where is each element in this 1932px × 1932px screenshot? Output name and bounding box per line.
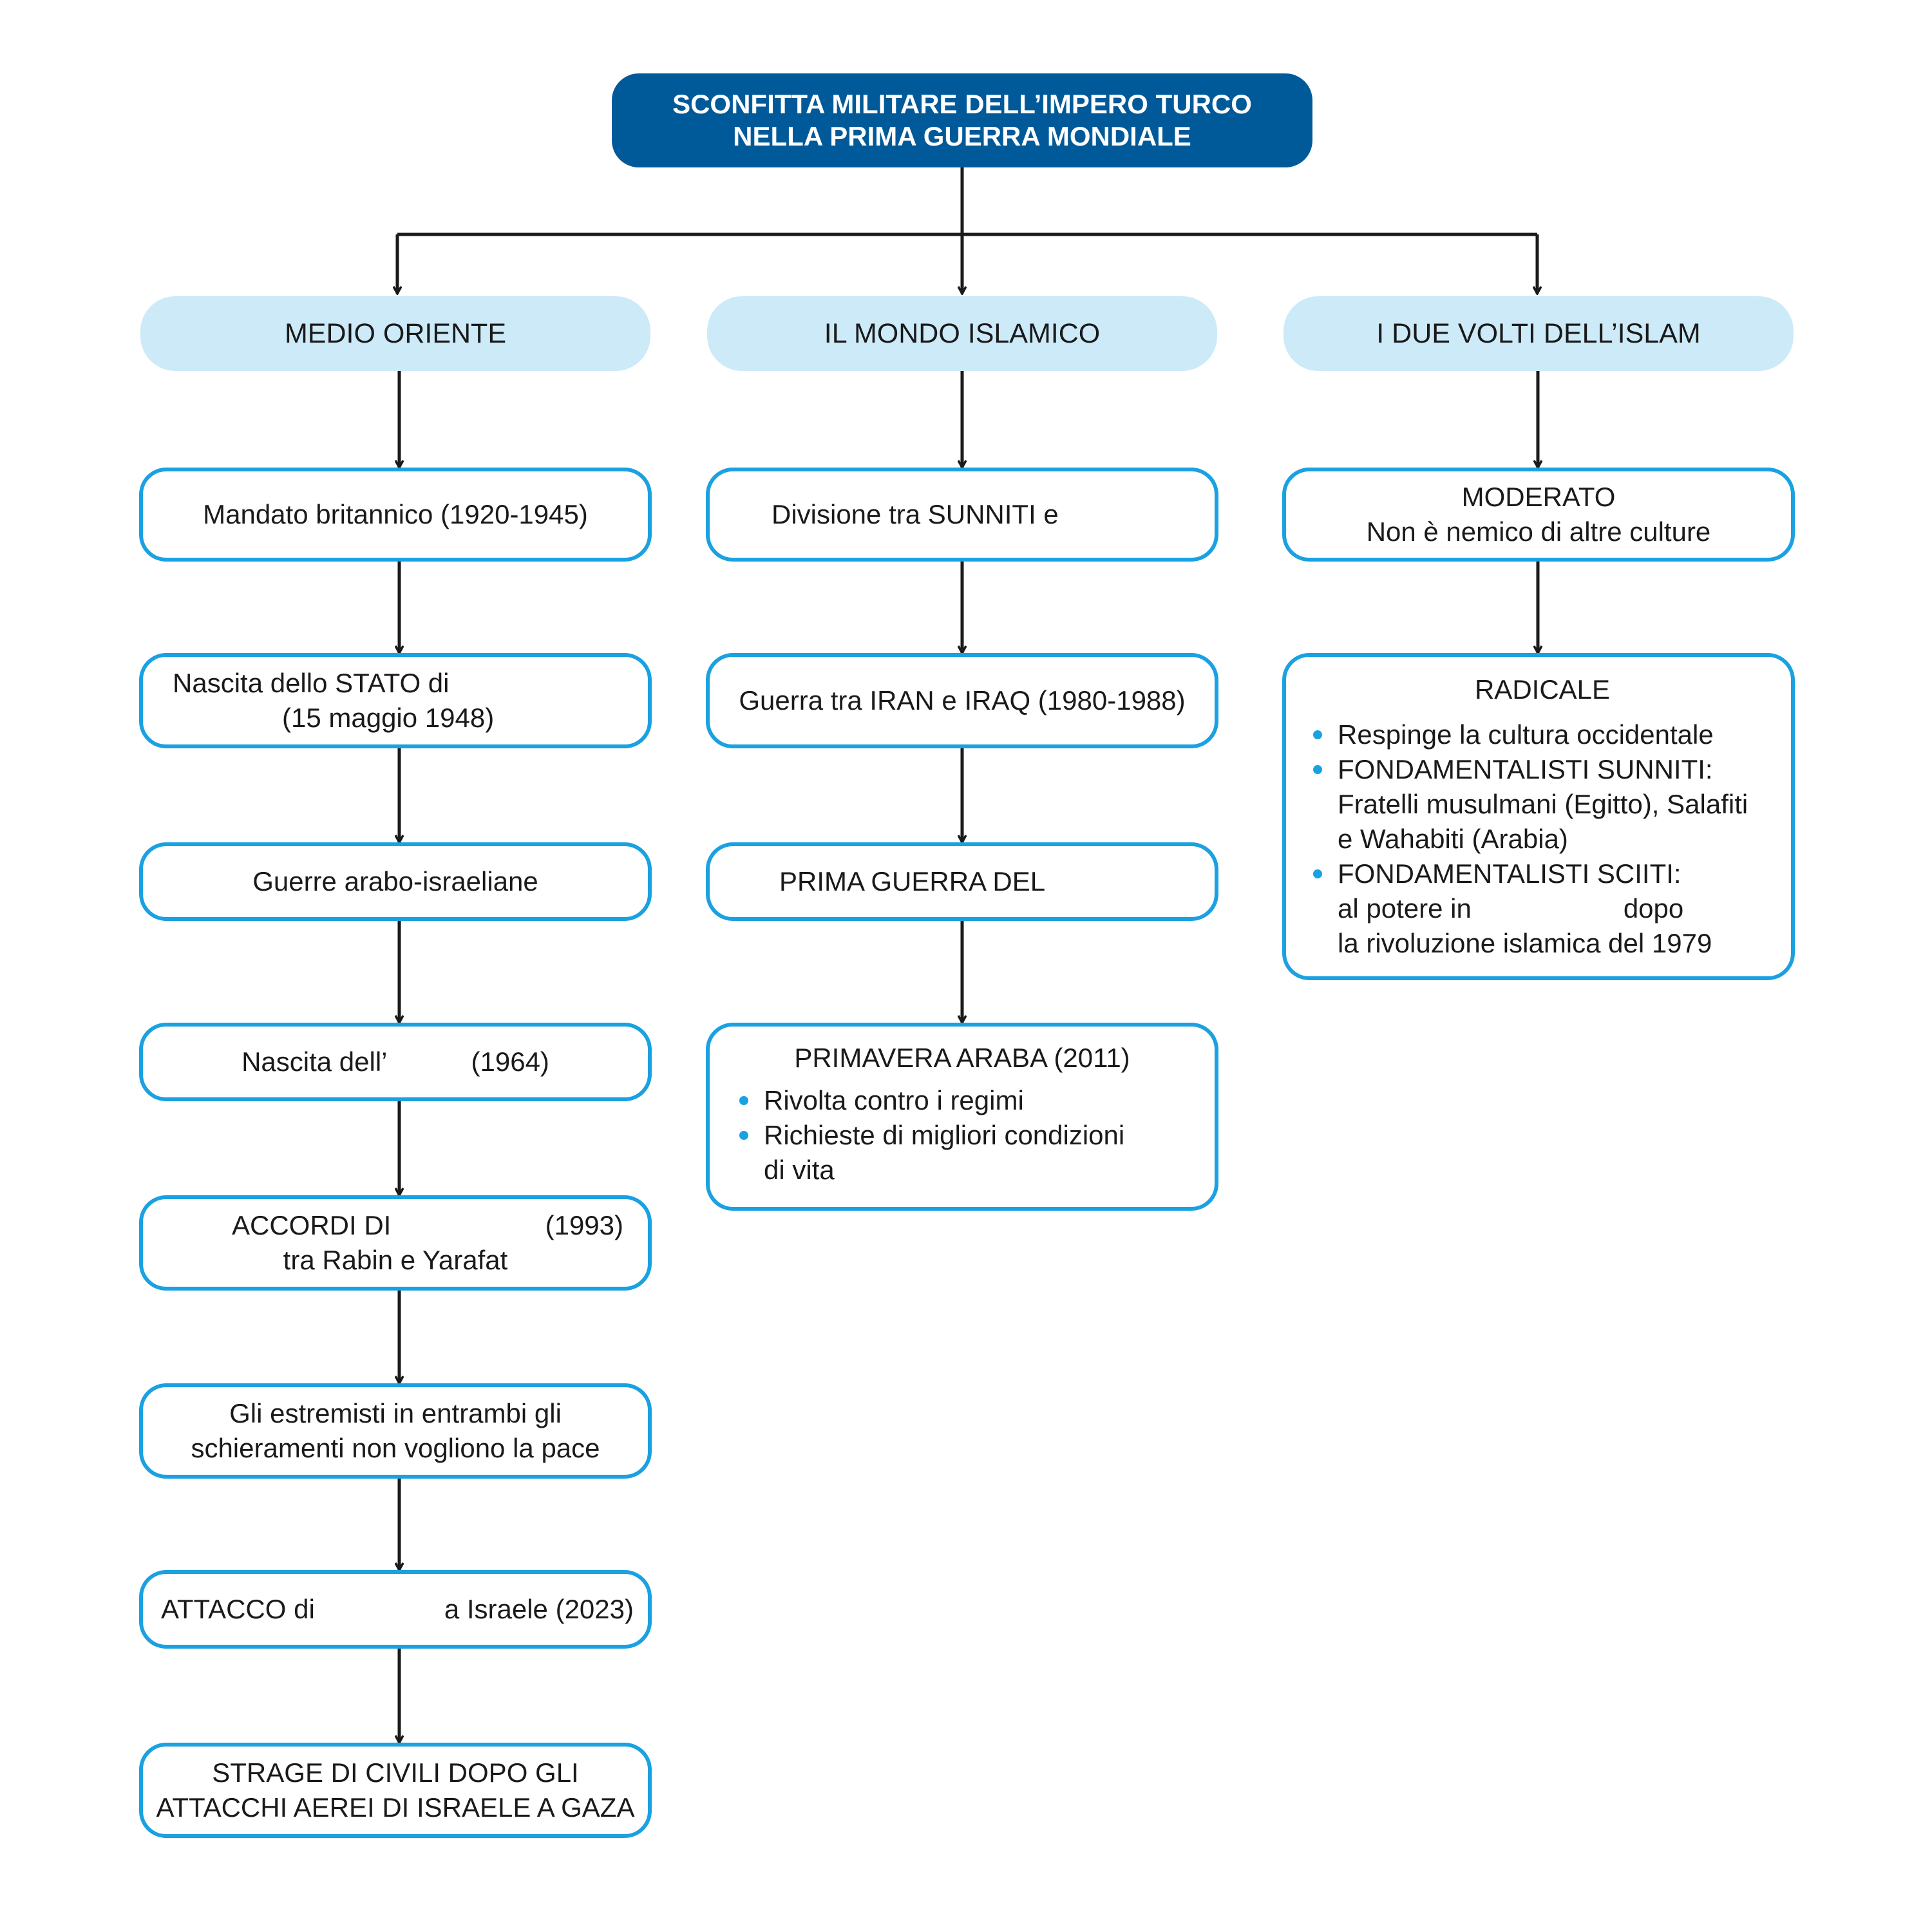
radicale-bullet-3-line2-b: dopo [1623, 893, 1684, 923]
attacco-text-a: ATTACCO di [161, 1594, 315, 1624]
divisione-text: Divisione tra SUNNITI e [772, 499, 1059, 529]
box-guerre-arabo-israeliane: Guerre arabo-israeliane [139, 842, 652, 921]
moderato-text: Non è nemico di altre culture [1366, 516, 1711, 547]
radicale-bullet-2-line3: e Wahabiti (Arabia) [1338, 824, 1568, 854]
nascita-dell-text-b: (1964) [471, 1046, 549, 1077]
primavera-bullet-2-line1: Richieste di migliori condizioni [764, 1120, 1125, 1150]
box-mandato-britannico: Mandato britannico (1920-1945) [139, 468, 652, 562]
box-primavera-araba: PRIMAVERA ARABA (2011) Rivolta contro i … [706, 1023, 1218, 1211]
strage-line2: ATTACCHI AEREI DI ISRAELE A GAZA [156, 1792, 635, 1823]
box-divisione-sunniti: Divisione tra SUNNITI e [706, 468, 1218, 562]
radicale-bullet-2-line2: Fratelli musulmani (Egitto), Salafiti [1338, 789, 1748, 819]
attacco-text-b: a Israele (2023) [444, 1594, 634, 1624]
estremisti-line2: schieramenti non vogliono la pace [191, 1433, 600, 1463]
radicale-bullet-3-line2: al potere in dopo [1338, 891, 1748, 926]
accordi-text-a: ACCORDI DI [232, 1210, 392, 1240]
accordi-line2: tra Rabin e Yarafat [283, 1245, 508, 1275]
strage-line1: STRAGE DI CIVILI DOPO GLI [212, 1757, 579, 1788]
box-accordi: ACCORDI DI (1993) tra Rabin e Yarafat [139, 1195, 652, 1291]
header-mondo-islamico-label: IL MONDO ISLAMICO [824, 318, 1101, 349]
root-title-line1: SCONFITTA MILITARE DELL’IMPERO TURCO [672, 89, 1252, 119]
header-mondo-islamico: IL MONDO ISLAMICO [707, 296, 1217, 371]
radicale-bullet-3-line3: la rivoluzione islamica del 1979 [1338, 928, 1712, 958]
box-nascita-stato: Nascita dello STATO di (15 maggio 1948) [139, 653, 652, 748]
header-medio-oriente: MEDIO ORIENTE [140, 296, 650, 371]
root-title-line2: NELLA PRIMA GUERRA MONDIALE [733, 121, 1191, 151]
header-due-volti-label: I DUE VOLTI DELL’ISLAM [1376, 318, 1701, 349]
accordi-text-b: (1993) [545, 1210, 623, 1240]
nascita-stato-line2: (15 maggio 1948) [282, 703, 495, 733]
radicale-bullets: Respinge la cultura occidentale FONDAMEN… [1309, 717, 1748, 961]
mandato-text: Mandato britannico (1920-1945) [203, 499, 588, 529]
root-box: SCONFITTA MILITARE DELL’IMPERO TURCO NEL… [612, 73, 1312, 167]
prima-guerra-text: PRIMA GUERRA DEL [779, 866, 1046, 896]
radicale-title: RADICALE [1474, 674, 1611, 705]
header-medio-oriente-label: MEDIO ORIENTE [284, 318, 507, 349]
box-strage: STRAGE DI CIVILI DOPO GLI ATTACCHI AEREI… [139, 1743, 652, 1838]
guerre-text: Guerre arabo-israeliane [252, 866, 538, 896]
radicale-bullet-2: FONDAMENTALISTI SUNNITI: Fratelli musulm… [1309, 752, 1748, 857]
primavera-bullet-1-text: Rivolta contro i regimi [764, 1085, 1024, 1115]
box-moderato: MODERATO Non è nemico di altre culture [1282, 468, 1795, 562]
radicale-bullet-2-line1: FONDAMENTALISTI SUNNITI: [1338, 754, 1713, 784]
radicale-bullet-3-line2-a: al potere in [1338, 893, 1472, 923]
box-nascita-dell: Nascita dell’ (1964) [139, 1023, 652, 1101]
nascita-stato-line1: Nascita dello STATO di [173, 668, 450, 698]
estremisti-line1: Gli estremisti in entrambi gli [229, 1398, 562, 1428]
nascita-dell-text-a: Nascita dell’ [242, 1046, 388, 1077]
radicale-bullet-3: FONDAMENTALISTI SCIITI: al potere in dopo… [1309, 857, 1748, 961]
radicale-bullet-1: Respinge la cultura occidentale [1309, 717, 1748, 752]
guerra-iran-iraq-text: Guerra tra IRAN e IRAQ (1980-1988) [739, 685, 1186, 715]
radicale-bullet-1-text: Respinge la cultura occidentale [1338, 719, 1714, 750]
primavera-bullets: Rivolta contro i regimi Richieste di mig… [735, 1083, 1124, 1188]
header-due-volti: I DUE VOLTI DELL’ISLAM [1283, 296, 1794, 371]
box-attacco: ATTACCO di a Israele (2023) [139, 1570, 652, 1649]
primavera-bullet-1: Rivolta contro i regimi [735, 1083, 1124, 1118]
radicale-bullet-3-line1: FONDAMENTALISTI SCIITI: [1338, 858, 1681, 889]
box-radicale: RADICALE Respinge la cultura occidentale… [1282, 653, 1795, 980]
moderato-title: MODERATO [1461, 482, 1616, 512]
box-estremisti: Gli estremisti in entrambi gli schierame… [139, 1383, 652, 1479]
primavera-title: PRIMAVERA ARABA (2011) [794, 1043, 1130, 1073]
accordi-line1: ACCORDI DI (1993) [143, 1208, 648, 1243]
box-guerra-iran-iraq: Guerra tra IRAN e IRAQ (1980-1988) [706, 653, 1218, 748]
primavera-bullet-2-line2: di vita [764, 1155, 835, 1185]
primavera-bullet-2: Richieste di migliori condizioni di vita [735, 1118, 1124, 1188]
box-prima-guerra-del: PRIMA GUERRA DEL [706, 842, 1218, 921]
